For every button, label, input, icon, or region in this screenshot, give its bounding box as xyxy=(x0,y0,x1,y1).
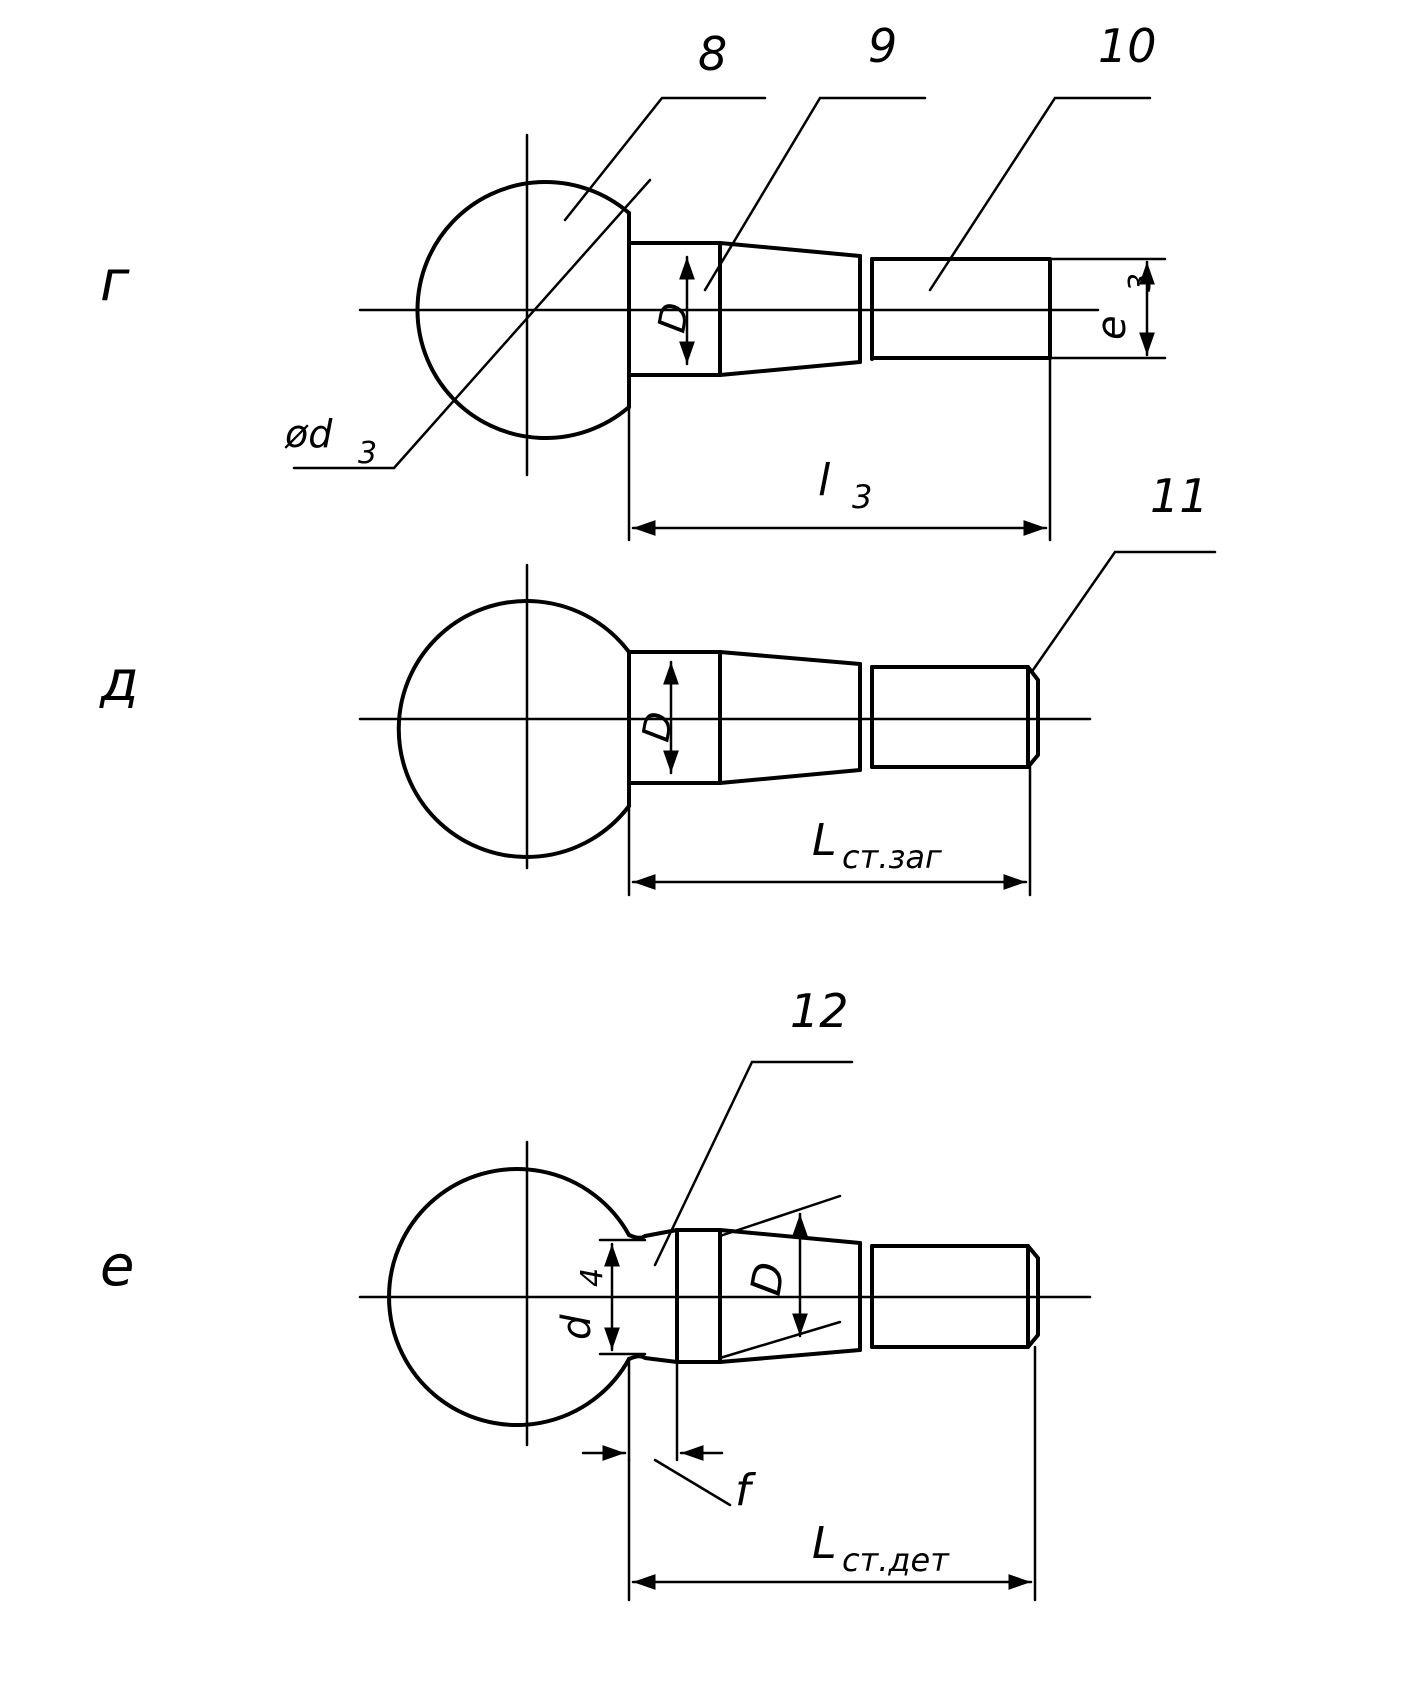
dimension-D-label: D xyxy=(741,1259,795,1299)
extension-D-top xyxy=(718,1194,842,1238)
variant-letter-g: г xyxy=(100,249,130,314)
extension-D-bottom xyxy=(718,1320,842,1360)
neck-bottom xyxy=(627,1354,679,1364)
variant-letter-e: е xyxy=(100,1234,134,1299)
leader-d3 xyxy=(392,178,652,470)
thread-end xyxy=(870,665,1040,769)
dimension-d3-symbol: ød xyxy=(284,412,333,456)
leader-9 xyxy=(703,96,927,292)
callout-11: 11 xyxy=(1150,469,1209,523)
leader-10 xyxy=(928,96,1152,292)
leader-12 xyxy=(653,1060,854,1267)
variant-g: г D е 3 l 3 ød 3 8 xyxy=(100,19,1167,542)
callout-9: 9 xyxy=(868,19,897,73)
sphere-head xyxy=(387,1167,631,1427)
dimension-D-label: D xyxy=(649,299,697,335)
taper-bottom xyxy=(627,360,862,377)
dimension-L-stdet-symbol: L xyxy=(812,1518,837,1569)
leader-f xyxy=(653,1458,732,1507)
taper-top xyxy=(675,1228,862,1245)
dimension-L-stzag-sub: ст.заг xyxy=(842,838,942,876)
leader-11 xyxy=(1031,550,1217,672)
variant-d: д D L ст.заг 11 xyxy=(99,469,1217,897)
dimension-d4-sub: 4 xyxy=(575,1268,610,1287)
sphere-head xyxy=(396,599,631,859)
dimension-l3-sub: 3 xyxy=(852,478,872,516)
taper-bottom xyxy=(627,768,862,785)
callout-8: 8 xyxy=(698,27,727,81)
neck-top xyxy=(627,1228,679,1240)
dimension-d4-symbol: d xyxy=(554,1314,600,1340)
taper-top xyxy=(627,650,862,666)
dimension-e3-sub: 3 xyxy=(1123,273,1158,292)
variant-letter-d: д xyxy=(99,649,139,714)
sphere-head xyxy=(415,180,631,440)
taper-top xyxy=(627,241,862,258)
thread-end xyxy=(870,257,1052,360)
dimension-L-stdet-sub: ст.дет xyxy=(842,1541,950,1579)
dimension-L-stzag-symbol: L xyxy=(812,815,837,866)
dimension-l3-symbol: l xyxy=(818,455,831,506)
thread-end xyxy=(870,1244,1040,1349)
dimension-D-label: D xyxy=(634,708,682,744)
variant-e: е d 4 D f L xyxy=(100,984,1092,1602)
leader-8 xyxy=(563,96,767,222)
dimension-e3-symbol: е xyxy=(1089,315,1135,340)
taper-bottom xyxy=(675,1348,862,1364)
dimension-d3-sub: 3 xyxy=(358,436,377,471)
callout-10: 10 xyxy=(1098,19,1157,73)
dimension-f-label: f xyxy=(735,1465,757,1516)
callout-12: 12 xyxy=(790,984,849,1038)
